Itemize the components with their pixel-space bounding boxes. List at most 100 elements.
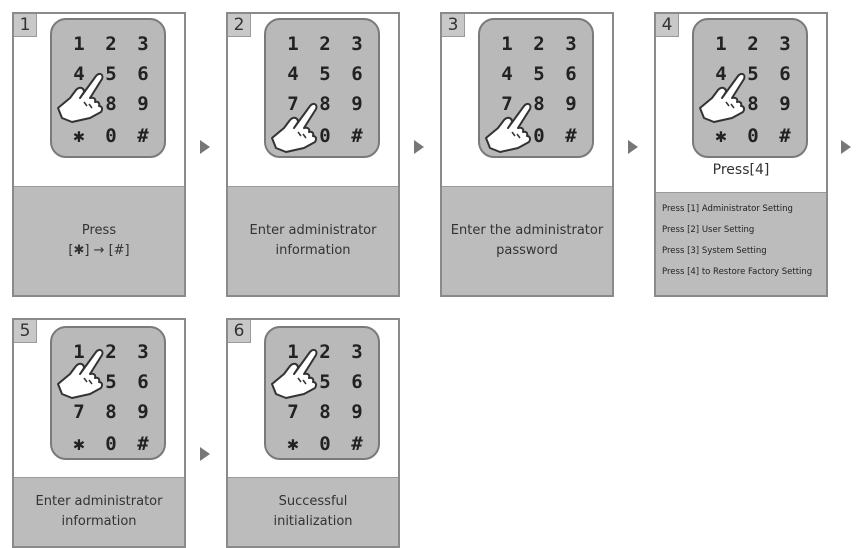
keypad-key-3: 3 [351, 341, 363, 363]
keypad-key-3: 3 [137, 33, 149, 55]
keypad-key-1: 1 [73, 33, 85, 55]
keypad-key-3: 3 [137, 341, 149, 363]
step-number: 1 [14, 14, 37, 37]
step-caption: Enter administrator information [14, 492, 184, 532]
keypad-key-5: 5 [319, 63, 331, 85]
keypad-key-3: 3 [779, 33, 791, 55]
step-panel-4: 4123456789✱0#Press[4]Press [1] Administr… [654, 12, 828, 297]
keypad-key-7: 7 [287, 401, 299, 423]
next-step-arrow [841, 140, 851, 154]
keypad-key-star: ✱ [715, 125, 727, 147]
keypad-key-0: 0 [533, 125, 545, 147]
step-number: 5 [14, 320, 37, 343]
keypad-key-hash: # [137, 125, 149, 147]
keypad-key-8: 8 [319, 401, 331, 423]
keypad-key-hash: # [351, 125, 363, 147]
step-caption-area: Enter administrator information [14, 477, 184, 546]
caption-line: [✱] → [#] [68, 243, 130, 258]
step-caption: Enter administrator information [228, 221, 398, 261]
step-panel-1: 1123456789✱0#Press[✱] → [#] [12, 12, 186, 297]
keypad-key-4: 4 [501, 63, 513, 85]
keypad-key-2: 2 [105, 341, 117, 363]
step-number: 4 [656, 14, 679, 37]
keypad-key-4: 4 [715, 63, 727, 85]
caption-line: Successful [278, 494, 348, 509]
keypad-key-7: 7 [287, 93, 299, 115]
caption-line: initialization [273, 514, 353, 529]
keypad-key-2: 2 [319, 341, 331, 363]
keypad-key-0: 0 [319, 125, 331, 147]
keypad-key-0: 0 [747, 125, 759, 147]
keypad-key-2: 2 [747, 33, 759, 55]
keypad-key-star: ✱ [73, 433, 85, 455]
step-illustration: 5123456789✱0# [14, 320, 184, 480]
step-caption: Press [✱] → [#] [14, 221, 184, 261]
caption-line: information [61, 514, 137, 529]
menu-option-1: Press [1] Administrator Setting [662, 204, 793, 214]
keypad-key-8: 8 [105, 93, 117, 115]
caption-line: Press [81, 223, 117, 238]
step-caption: Successful initialization [228, 492, 398, 532]
next-step-arrow [200, 140, 210, 154]
keypad-key-9: 9 [137, 401, 149, 423]
press-4-label: Press[4] [712, 162, 770, 178]
keypad-key-1: 1 [501, 33, 513, 55]
keypad-key-hash: # [565, 125, 577, 147]
keypad-key-0: 0 [105, 125, 117, 147]
caption-line: Enter administrator [35, 494, 163, 509]
menu-option-4: Press [4] to Restore Factory Setting [662, 267, 813, 277]
keypad-key-5: 5 [105, 371, 117, 393]
next-step-arrow [628, 140, 638, 154]
keypad-key-4: 4 [73, 63, 85, 85]
step-caption-area: Press [✱] → [#] [14, 186, 184, 295]
keypad-key-9: 9 [565, 93, 577, 115]
menu-option-3: Press [3] System Setting [662, 246, 767, 256]
keypad-key-9: 9 [351, 93, 363, 115]
keypad-key-2: 2 [105, 33, 117, 55]
keypad-key-hash: # [779, 125, 791, 147]
caption-line: information [275, 243, 351, 258]
step-illustration: 6123456789✱0# [228, 320, 398, 480]
keypad-key-hash: # [137, 433, 149, 455]
keypad-key-1: 1 [287, 33, 299, 55]
step-illustration: 1123456789✱0# [14, 14, 184, 189]
keypad-key-7: 7 [501, 93, 513, 115]
keypad-key-8: 8 [105, 401, 117, 423]
keypad-key-6: 6 [351, 371, 363, 393]
keypad-key-2: 2 [533, 33, 545, 55]
step-caption-area: Successful initialization [228, 477, 398, 546]
step-number: 6 [228, 320, 251, 343]
step-number: 2 [228, 14, 251, 37]
keypad-key-0: 0 [319, 433, 331, 455]
keypad-key-5: 5 [533, 63, 545, 85]
caption-line: Enter administrator [249, 223, 377, 238]
keypad-key-3: 3 [565, 33, 577, 55]
step-caption-area: Enter the administrator password [442, 186, 612, 295]
step-illustration: 4123456789✱0#Press[4] [656, 14, 826, 189]
keypad-key-1: 1 [287, 341, 299, 363]
keypad-key-8: 8 [533, 93, 545, 115]
keypad-key-5: 5 [319, 371, 331, 393]
caption-line: Enter the administrator [450, 223, 604, 238]
keypad-key-1: 1 [73, 341, 85, 363]
keypad-key-star: ✱ [73, 125, 85, 147]
caption-line: password [496, 243, 558, 258]
keypad-key-star: ✱ [287, 433, 299, 455]
keypad-key-8: 8 [747, 93, 759, 115]
keypad-key-1: 1 [715, 33, 727, 55]
pointing-hand-icon [270, 344, 330, 404]
pointing-hand-icon [484, 98, 544, 158]
step-panel-5: 5123456789✱0#Enter administratorinformat… [12, 318, 186, 548]
step-caption-area: Enter administrator information [228, 186, 398, 295]
keypad-key-9: 9 [779, 93, 791, 115]
keypad-key-6: 6 [565, 63, 577, 85]
keypad-key-9: 9 [137, 93, 149, 115]
